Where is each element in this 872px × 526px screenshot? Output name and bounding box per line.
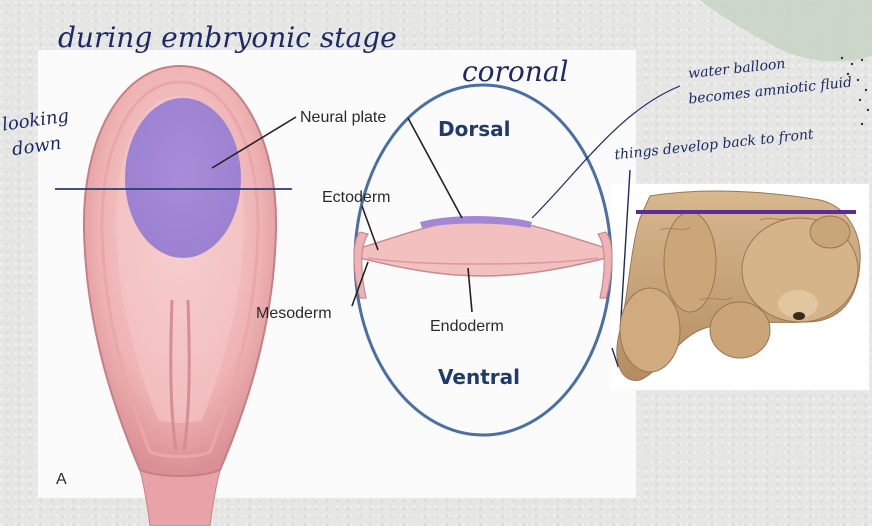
label-mesoderm: Mesoderm [256, 305, 332, 322]
label-neural-plate: Neural plate [300, 109, 386, 126]
label-ectoderm: Ectoderm [322, 189, 390, 206]
water-balloon-pointer [531, 85, 681, 219]
leader-lines [211, 116, 473, 313]
embryo-dorsal-view [82, 64, 278, 526]
label-dorsal: Dorsal [438, 117, 510, 141]
label-endoderm: Endoderm [430, 318, 504, 335]
neural-plate-region [125, 98, 241, 258]
handwritten-coronal: coronal [462, 55, 569, 88]
embryo-cross-section [353, 216, 613, 299]
label-ventral: Ventral [438, 365, 520, 389]
panel-letter: A [56, 471, 67, 488]
decorative-leaf-shape [700, 0, 872, 62]
decorative-dots [840, 56, 870, 126]
teddy-bear-illustration [616, 190, 861, 381]
handwritten-title: during embryonic stage [58, 21, 397, 54]
